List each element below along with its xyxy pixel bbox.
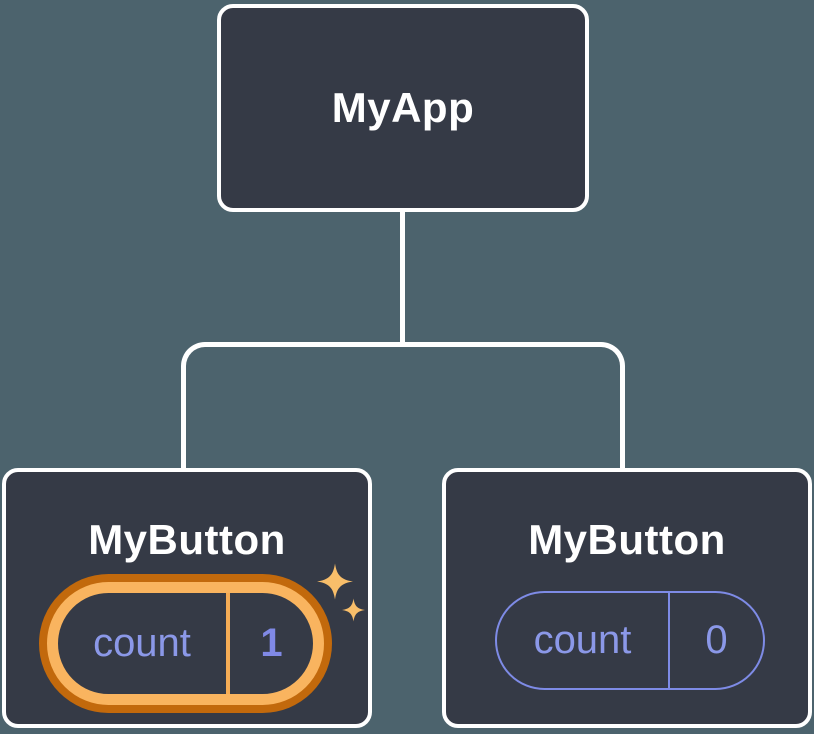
- right-node-label: MyButton: [528, 516, 726, 563]
- pill-divider: [668, 593, 670, 688]
- state-key-label: count: [93, 621, 191, 665]
- state-key-label: count: [533, 618, 632, 662]
- component-node-root: MyApp: [217, 4, 589, 212]
- state-key-cell: count: [58, 593, 226, 694]
- state-value-label: 1: [260, 621, 283, 665]
- root-node-label: MyApp: [331, 84, 475, 131]
- state-pill-plain: count 0: [495, 591, 765, 690]
- state-value-cell: 1: [230, 593, 313, 694]
- state-value-cell: 0: [670, 593, 763, 688]
- state-pill-highlighted: count 1: [47, 582, 324, 705]
- connector-branch-bracket: [181, 342, 625, 468]
- state-value-label: 0: [705, 618, 728, 662]
- state-key-cell: count: [497, 593, 668, 688]
- left-node-label: MyButton: [88, 516, 286, 563]
- connector-root-stem: [400, 210, 405, 345]
- sparkle-icon-large: [317, 563, 353, 600]
- sparkle-icon-small: [342, 598, 365, 622]
- pill-divider: [226, 593, 230, 694]
